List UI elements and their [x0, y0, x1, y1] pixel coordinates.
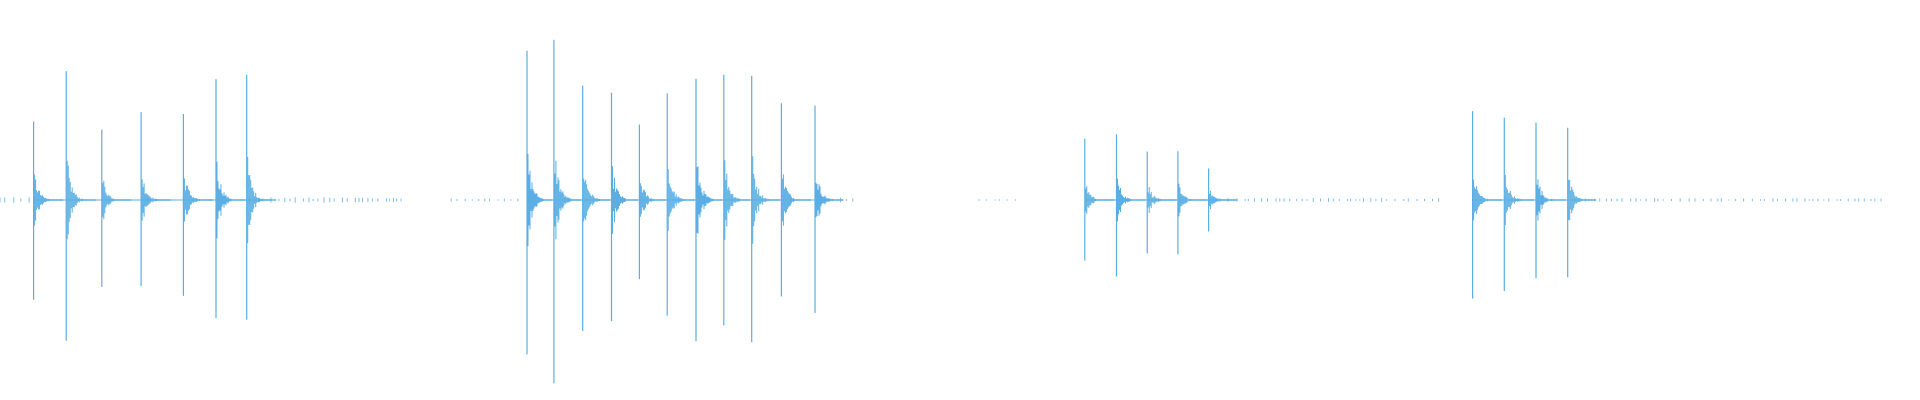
noise-segment [0, 197, 30, 203]
click-burst [32, 71, 277, 341]
noise-segment [978, 199, 1016, 201]
click-burst [1471, 111, 1597, 299]
click-burst [1084, 134, 1238, 277]
noise-segment [450, 198, 519, 202]
click-burst [526, 39, 844, 384]
noise-segment [1573, 198, 1882, 202]
noise-segment [1209, 197, 1440, 203]
